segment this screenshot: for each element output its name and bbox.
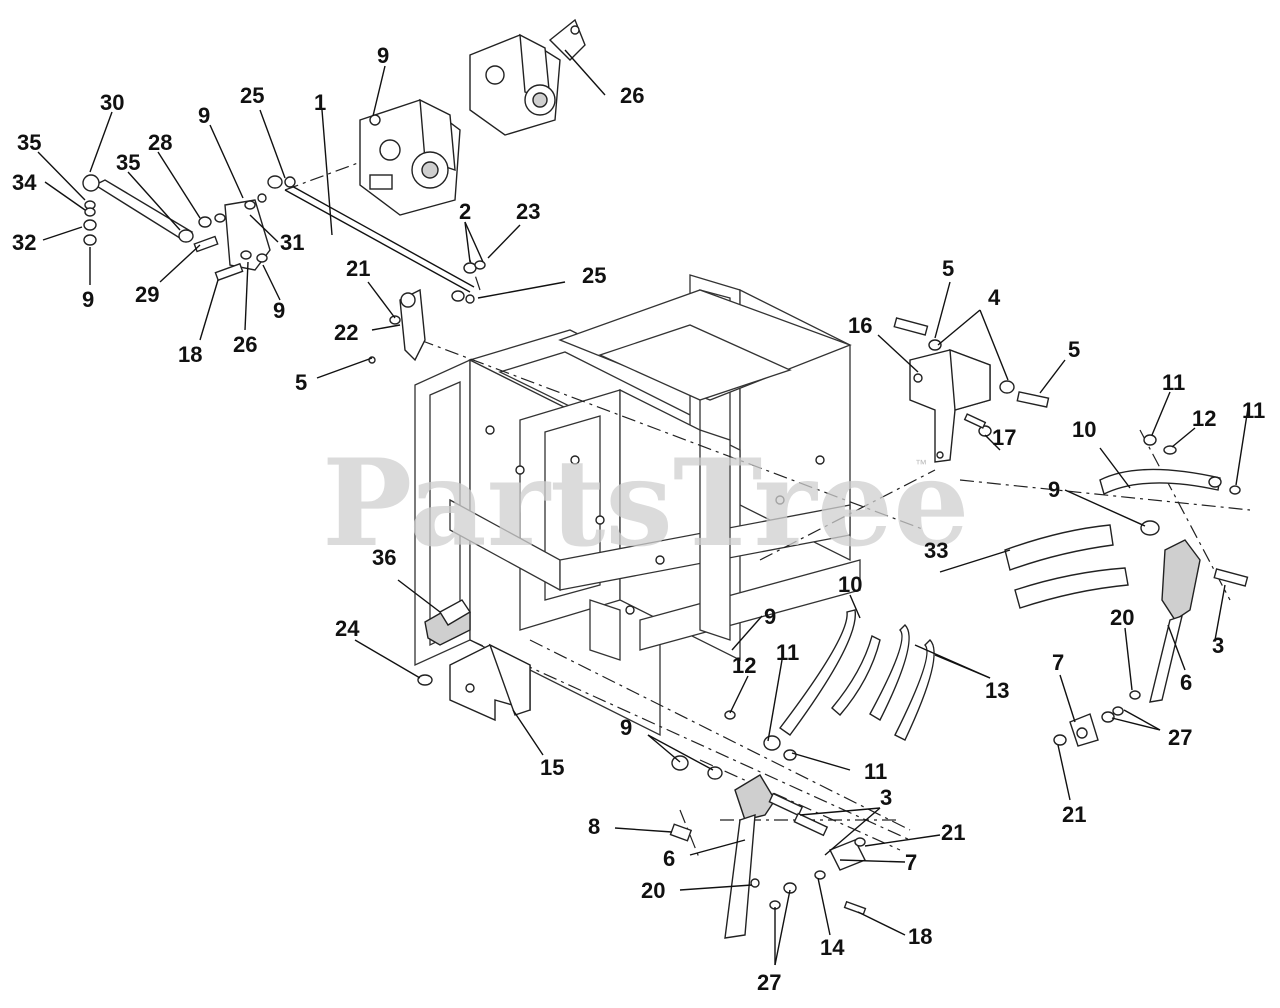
bracket-16 <box>893 317 1050 463</box>
callout-16: 16 <box>848 313 872 338</box>
watermark-text: PartsTree <box>322 433 969 574</box>
callout-35: 35 <box>116 150 140 175</box>
watermark-trademark: ™ <box>915 457 927 471</box>
callout-35: 35 <box>17 130 41 155</box>
lever-6-right <box>1053 520 1249 747</box>
lever-6-lower <box>669 710 867 939</box>
callout-10: 10 <box>1072 417 1096 442</box>
callout-3: 3 <box>880 785 892 810</box>
callout-11: 11 <box>1242 398 1265 423</box>
callout-9: 9 <box>377 43 389 68</box>
callout-10: 10 <box>838 572 862 597</box>
callout-32: 32 <box>12 230 36 255</box>
callout-29: 29 <box>135 282 159 307</box>
callout-7: 7 <box>1052 650 1064 675</box>
callout-9: 9 <box>1048 477 1060 502</box>
callout-18: 18 <box>178 342 202 367</box>
callout-7: 7 <box>905 850 917 875</box>
callout-14: 14 <box>820 935 845 960</box>
callout-27: 27 <box>1168 725 1192 750</box>
callout-20: 20 <box>1110 605 1134 630</box>
callout-17: 17 <box>992 425 1016 450</box>
callout-12: 12 <box>1192 406 1216 431</box>
callout-6: 6 <box>663 846 675 871</box>
chassis-frame <box>414 274 861 737</box>
callout-9: 9 <box>198 103 210 128</box>
callout-9: 9 <box>620 715 632 740</box>
callout-23: 23 <box>516 199 540 224</box>
callout-21: 21 <box>346 256 370 281</box>
callout-22: 22 <box>334 320 358 345</box>
callout-30: 30 <box>100 90 124 115</box>
transmission-lower <box>359 98 461 216</box>
callout-36: 36 <box>372 545 396 570</box>
callout-33: 33 <box>924 538 948 563</box>
callout-27: 27 <box>757 970 781 995</box>
callout-1: 1 <box>314 90 326 115</box>
callout-4: 4 <box>988 285 1001 310</box>
callout-25: 25 <box>582 263 606 288</box>
callout-28: 28 <box>148 130 172 155</box>
watermark: PartsTree ™ <box>322 433 969 574</box>
callout-5: 5 <box>1068 337 1080 362</box>
callout-18: 18 <box>908 924 932 949</box>
bracket-15 <box>417 643 531 722</box>
callout-labels: 1 9 26 25 9 30 28 35 35 34 32 9 29 31 18… <box>12 43 1265 995</box>
leader-lines <box>37 49 1249 966</box>
grip-10 <box>779 434 1241 736</box>
callout-9: 9 <box>764 604 776 629</box>
callout-21: 21 <box>1062 802 1086 827</box>
callout-12: 12 <box>732 653 756 678</box>
clip-36 <box>424 599 471 646</box>
callout-8: 8 <box>588 814 600 839</box>
callout-2: 2 <box>459 199 471 224</box>
callout-25: 25 <box>240 83 264 108</box>
callout-11: 11 <box>864 759 887 784</box>
callout-11: 11 <box>1162 370 1185 395</box>
handles-13 <box>831 524 1129 741</box>
callout-15: 15 <box>540 755 564 780</box>
callout-21: 21 <box>941 820 965 845</box>
callout-13: 13 <box>985 678 1009 703</box>
callout-3: 3 <box>1212 633 1224 658</box>
callout-26: 26 <box>620 83 644 108</box>
callout-34: 34 <box>12 170 37 195</box>
callout-11: 11 <box>776 640 799 665</box>
callout-5: 5 <box>295 370 307 395</box>
callout-20: 20 <box>641 878 665 903</box>
callout-5: 5 <box>942 256 954 281</box>
callout-31: 31 <box>280 230 304 255</box>
callout-24: 24 <box>335 616 360 641</box>
callout-6: 6 <box>1180 670 1192 695</box>
callout-9: 9 <box>273 298 285 323</box>
transmission-upper <box>469 18 586 136</box>
callout-26: 26 <box>233 332 257 357</box>
upper-left-linkage <box>82 174 486 364</box>
callout-9: 9 <box>82 287 94 312</box>
